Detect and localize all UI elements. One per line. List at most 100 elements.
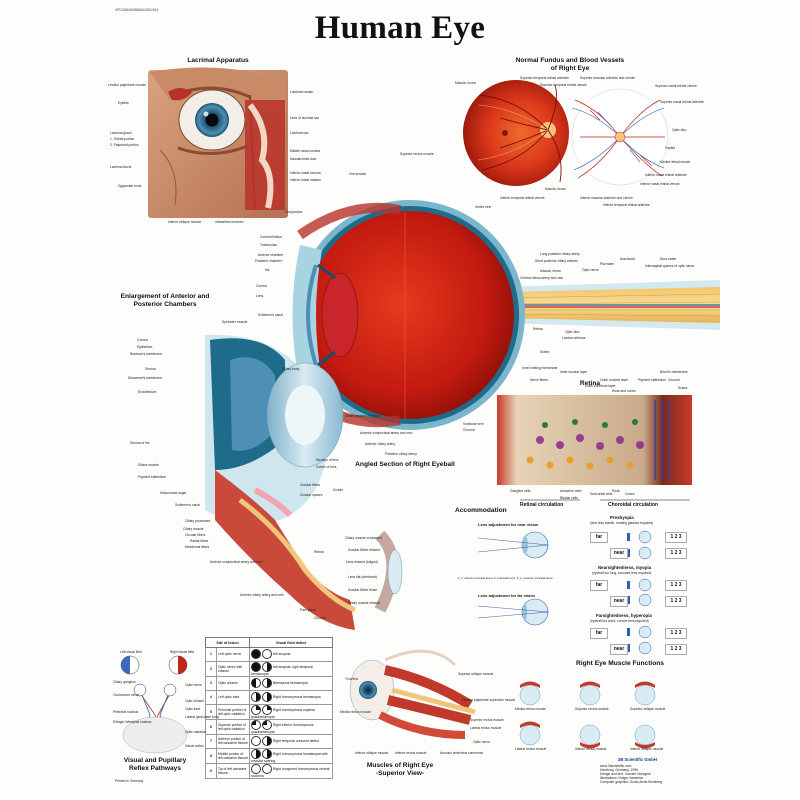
enlargement-title-line2: Posterior Chambers [133, 301, 197, 308]
defect-text: Bitemporal hemianopia [273, 681, 308, 686]
defect-cell: Right homonymous superior quadrantanopia [249, 703, 333, 720]
page-title: Human Eye [314, 10, 486, 46]
field-disc [262, 661, 272, 672]
label: Meridional fibers [185, 545, 210, 549]
label: Rods and cones [612, 389, 636, 393]
label: Sclera [540, 350, 550, 354]
row-number: 4 [205, 689, 217, 705]
label: Edinger-Westphal nucleus [113, 720, 152, 724]
label: Central retinal artery and vein [520, 276, 564, 280]
table-header-row: Site of lesion Visual field defect [205, 637, 333, 648]
label: Inferior nasal retinal arteriole [645, 173, 687, 177]
field-disc [251, 704, 261, 715]
label: Inferior nasal meatus [290, 178, 321, 182]
label: Optic radiation [185, 730, 207, 734]
optic-nerve-illustration [504, 280, 721, 330]
defect-text: Right congruent homonymous central scoto… [251, 766, 330, 778]
label: Inner limiting membrane [522, 366, 558, 370]
label: Middle nasal concha [290, 149, 321, 153]
muscles-title-line1: Muscles of Right Eye [366, 762, 434, 769]
row-number: 3 [205, 675, 217, 691]
label: Zonular fibers relaxed [348, 548, 380, 552]
label: Long posterior ciliary artery [540, 252, 580, 256]
label: Posterior ciliary artery [385, 452, 417, 456]
publisher-brand: 3B Scientific GmbH [618, 757, 657, 762]
label: Lateral rectus muscle [470, 726, 502, 730]
label: Optic nerve [185, 683, 202, 687]
label: Macula, fovea [540, 269, 561, 273]
publisher-line: Design and text: Carsten Nordgren [600, 772, 651, 776]
label: Macula, fovea [545, 187, 566, 191]
defect-cell: Right homonymous hemianopia with macular… [249, 747, 333, 764]
label: Zonular spaces [300, 493, 323, 497]
far-vision-title: Lens adjustment for far vision [478, 593, 536, 598]
defect-text: left anopsia, right temporal hemianopia [251, 664, 313, 676]
myopia-desc: (eyeball too long, concave lens required… [592, 571, 652, 575]
label: 2. Palpebral portion [110, 143, 139, 147]
column-header: Visual field defect [249, 637, 333, 648]
label: Medial rectus muscle [515, 707, 546, 711]
far-box: far [590, 628, 608, 639]
chart-box: 1 2 3 [665, 596, 687, 607]
label: Optic tract [185, 707, 201, 711]
label: Lens relaxed (bulged) [346, 560, 378, 564]
catalog-id: VR1326/4006665/1001494 [115, 8, 158, 12]
label: Inferior temporal retinal venule [500, 196, 545, 200]
printed-note: Printed in Germany [115, 779, 144, 783]
label: Lacrimal sac [290, 131, 309, 135]
label: Superior nasal retinal venule [655, 84, 697, 88]
label: Ciliary muscle relaxed [348, 601, 381, 605]
lesion-site: Middle portion of left calcarine fissure [216, 747, 250, 764]
label: Choroid [668, 378, 680, 382]
label: Superior temporal retinal arteriole [520, 76, 569, 80]
field-disc [262, 692, 272, 703]
label: Lacrimal canals [290, 90, 313, 94]
lesion-site: Tip of left calcarine fissure [216, 762, 250, 779]
label: Optic nerve [473, 740, 490, 744]
label: Visual cortex [185, 744, 204, 748]
accommodation-illustration [374, 530, 652, 655]
label: Lateral rectus muscle [515, 747, 547, 751]
label: Anterior ciliary artery and vein [240, 593, 284, 597]
label: Levator palpebrae superioris muscle [462, 698, 516, 702]
lesion-site: Optic chiasm [216, 675, 250, 691]
label: Outer plexiform layer [585, 384, 616, 388]
field-disc [262, 736, 272, 747]
publisher-line: www.3bscientific.com [600, 764, 632, 768]
row-number: 8 [205, 747, 217, 764]
label: Anterior conjunctival artery and vein [210, 560, 263, 564]
label: Anterior ciliary artery [365, 442, 396, 446]
label: Lacrimal ducts [110, 165, 132, 169]
defect-cell: Bitemporal hemianopia [249, 675, 333, 691]
defect-cell: Right congruent homonymous central scoto… [249, 762, 333, 779]
label: Zygomatic bone [118, 184, 142, 188]
label: Macula, fovea [455, 81, 476, 85]
label: Horizontal cells [590, 492, 613, 496]
field-disc [262, 763, 272, 774]
label: Lens flat (stretched) [348, 575, 378, 579]
label: Radial fibers [190, 539, 209, 543]
focus-note: F_n: anterior principal focus; F: princi… [458, 576, 553, 580]
label: Ciliary ganglion [113, 680, 136, 684]
label: Superior rectus muscle [470, 718, 504, 722]
label: Pigment epithelium [638, 378, 667, 382]
label: Anterior chamber [258, 253, 284, 257]
chart-box: 1 2 3 [665, 628, 687, 639]
label: Stroma [145, 367, 156, 371]
label: Bruch's membrane [660, 370, 688, 374]
field-disc [251, 661, 261, 672]
defect-cell: left anopsia [249, 647, 333, 662]
label: Iridocorneal angle [160, 491, 187, 495]
hyperopia-desc: (eyeball too short, convex lens required… [590, 619, 649, 623]
field-disc [251, 736, 261, 747]
label: Annulus tendineus communis [440, 751, 484, 755]
label: Pretectal nucleus [113, 710, 139, 714]
label: Inferior nasal retinal venule [640, 182, 680, 186]
label: Medial rectus muscle [340, 710, 371, 714]
label: Papilla [665, 146, 675, 150]
near-box: near [610, 548, 628, 559]
fundus-illustration [463, 80, 669, 186]
